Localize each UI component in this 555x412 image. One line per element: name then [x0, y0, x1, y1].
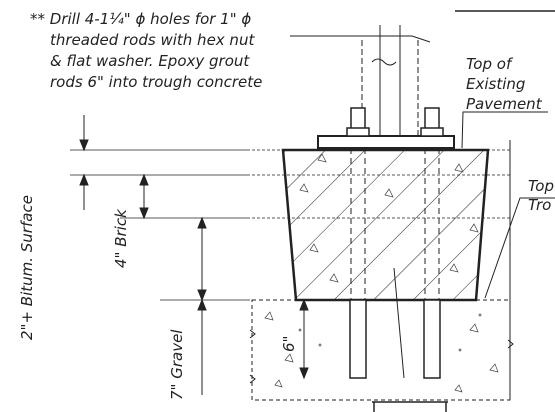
top-existing-label-1: Top of — [466, 55, 512, 73]
rod-hidden-lines — [350, 148, 440, 300]
concrete-block — [281, 148, 490, 302]
layer-reference-lines — [70, 149, 250, 301]
block-callout-leader — [393, 267, 405, 379]
support-beam — [372, 401, 448, 412]
drill-note-line-2: threaded rods with hex nut — [50, 31, 255, 49]
block-aggregate — [299, 153, 479, 283]
base-plate — [317, 135, 455, 149]
top-trough-leader — [484, 197, 555, 299]
top-trough-label-1: Top — [528, 177, 555, 195]
steel-member — [361, 25, 419, 136]
drill-note-line-1: ** Drill 4-1¼" ϕ holes for 1" ϕ — [30, 10, 252, 28]
top-existing-label-3: Pavement — [466, 95, 542, 113]
dimension-lines — [79, 115, 309, 395]
trough-aggregate — [264, 311, 499, 393]
anchor-rods — [346, 107, 444, 379]
dim-label-brick: 4" Brick — [112, 209, 130, 268]
top-existing-label-2: Existing — [466, 75, 526, 93]
drill-note-line-3: & flat washer. Epoxy grout — [50, 52, 250, 70]
dim-label-bitum: 2"+ Bitum. Surface — [18, 195, 36, 340]
top-trough-label-2: Tro — [528, 196, 552, 214]
dim-label-gravel: 7" Gravel — [168, 329, 186, 400]
drill-note-line-4: rods 6" into trough concrete — [50, 73, 263, 91]
drill-note: ** Drill 4-1¼" ϕ holes for 1" ϕ threaded… — [30, 9, 262, 93]
dim-label-embed: 6" — [280, 335, 298, 352]
drill-note-leader — [290, 35, 431, 43]
top-existing-leader — [461, 111, 548, 149]
break-markers — [249, 329, 514, 384]
